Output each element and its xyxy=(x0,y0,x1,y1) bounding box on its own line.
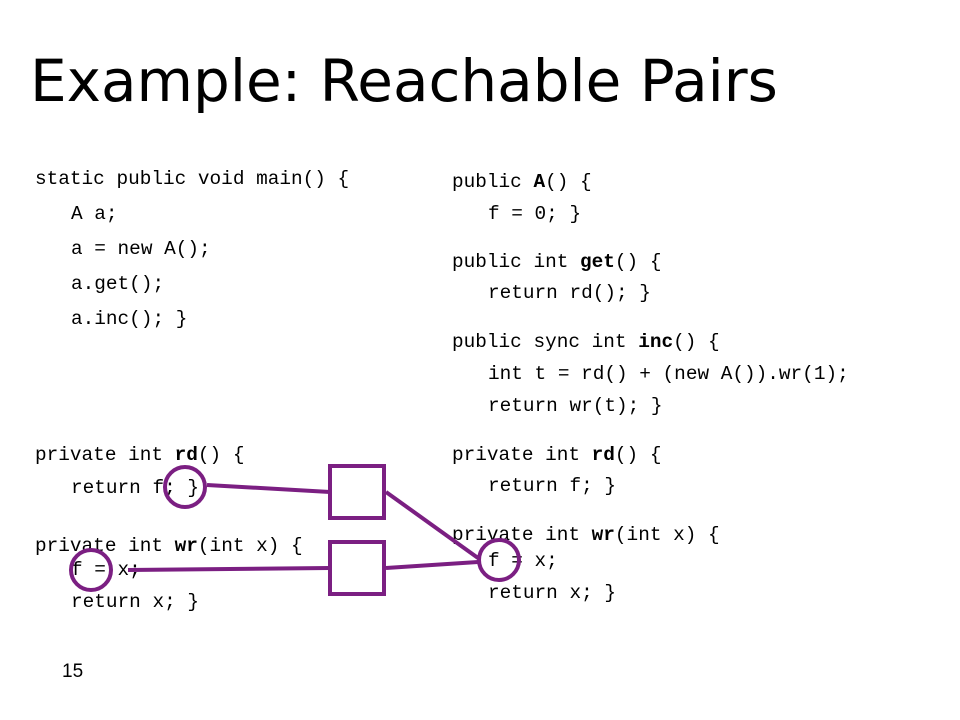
connector-line-wr-left xyxy=(127,566,331,572)
rd-left-body-line: return f; } xyxy=(71,477,199,499)
rd-right-signature: private int rd() { xyxy=(452,443,661,467)
wr-right-params: (int x) { xyxy=(614,524,720,546)
get-body-line: return rd(); } xyxy=(488,282,651,304)
get-params: () { xyxy=(614,251,662,273)
inc-name: inc xyxy=(638,331,674,353)
inc-body-line-2: return wr(t); } xyxy=(488,395,663,417)
slide-title: Example: Reachable Pairs xyxy=(30,47,778,115)
wr-left-params: (int x) { xyxy=(197,535,303,557)
rd-left-keywords: private int xyxy=(35,444,175,466)
wr-left-name: wr xyxy=(174,535,198,557)
inc-body-line-1: int t = rd() + (new A()).wr(1); xyxy=(488,363,849,385)
ctor-keywords: public xyxy=(452,171,534,193)
rd-right-keywords: private int xyxy=(452,444,592,466)
connector-line-rd-to-wr-right xyxy=(384,490,480,560)
page-number: 15 xyxy=(62,661,84,682)
pair-box-upper xyxy=(328,464,386,520)
connector-line-wr-to-wr-right xyxy=(385,560,479,570)
ctor-name: A xyxy=(533,171,546,193)
wr-right-name: wr xyxy=(591,524,615,546)
get-keywords: public int xyxy=(452,251,580,273)
get-name: get xyxy=(580,251,615,273)
pair-box-lower xyxy=(328,540,386,596)
annotation-group xyxy=(69,464,521,596)
connector-line-rd-left xyxy=(206,483,331,494)
main-decl-line: A a; xyxy=(71,203,118,225)
inc-params: () { xyxy=(673,331,720,353)
inc-keywords: public sync int xyxy=(452,331,639,353)
wr-left-body-line-2: return x; } xyxy=(71,591,199,613)
rd-left-name: rd xyxy=(174,444,198,466)
main-new-line: a = new A(); xyxy=(71,238,211,260)
access-circle-rd-left-f xyxy=(163,465,207,509)
rd-right-body-line: return f; } xyxy=(488,475,616,497)
access-circle-wr-left-f xyxy=(69,548,113,592)
rd-right-params: () { xyxy=(614,444,662,466)
ctor-params: () { xyxy=(545,171,592,193)
wr-right-signature: private int wr(int x) { xyxy=(452,523,720,547)
main-signature: static public void main() { xyxy=(35,168,350,190)
rd-right-name: rd xyxy=(591,444,615,466)
ctor-body-line: f = 0; } xyxy=(488,203,582,225)
wr-right-keywords: private int xyxy=(452,524,592,546)
rd-left-params: () { xyxy=(197,444,245,466)
rd-left-signature: private int rd() { xyxy=(35,443,244,467)
access-circle-wr-right-f xyxy=(477,538,521,582)
get-signature: public int get() { xyxy=(452,250,661,274)
ctor-signature: public A() { xyxy=(452,170,592,194)
wr-right-body-line-2: return x; } xyxy=(488,582,616,604)
main-get-call-line: a.get(); xyxy=(71,273,165,295)
inc-signature: public sync int inc() { xyxy=(452,330,720,354)
main-inc-call-line: a.inc(); } xyxy=(71,308,188,330)
